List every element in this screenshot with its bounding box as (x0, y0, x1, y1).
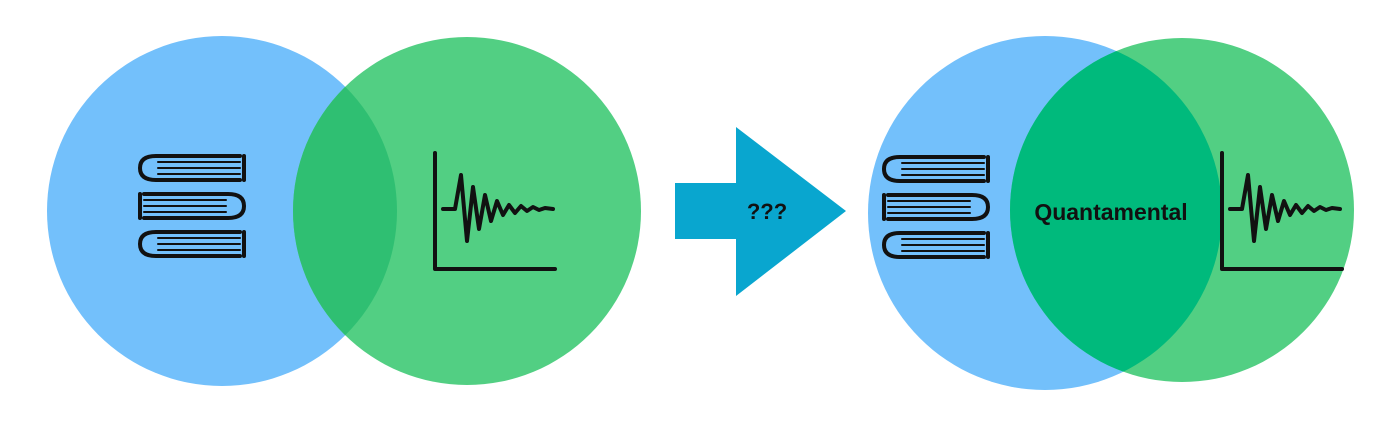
overlap-region (1010, 38, 1222, 382)
left-venn (47, 36, 641, 386)
arrow-shape (675, 127, 846, 296)
data-circle (293, 37, 641, 385)
right-venn: Quantamental (868, 36, 1354, 390)
arrow-label: ??? (747, 199, 787, 224)
overlap-label: Quantamental (1034, 199, 1187, 225)
transition-arrow: ??? (675, 127, 846, 296)
